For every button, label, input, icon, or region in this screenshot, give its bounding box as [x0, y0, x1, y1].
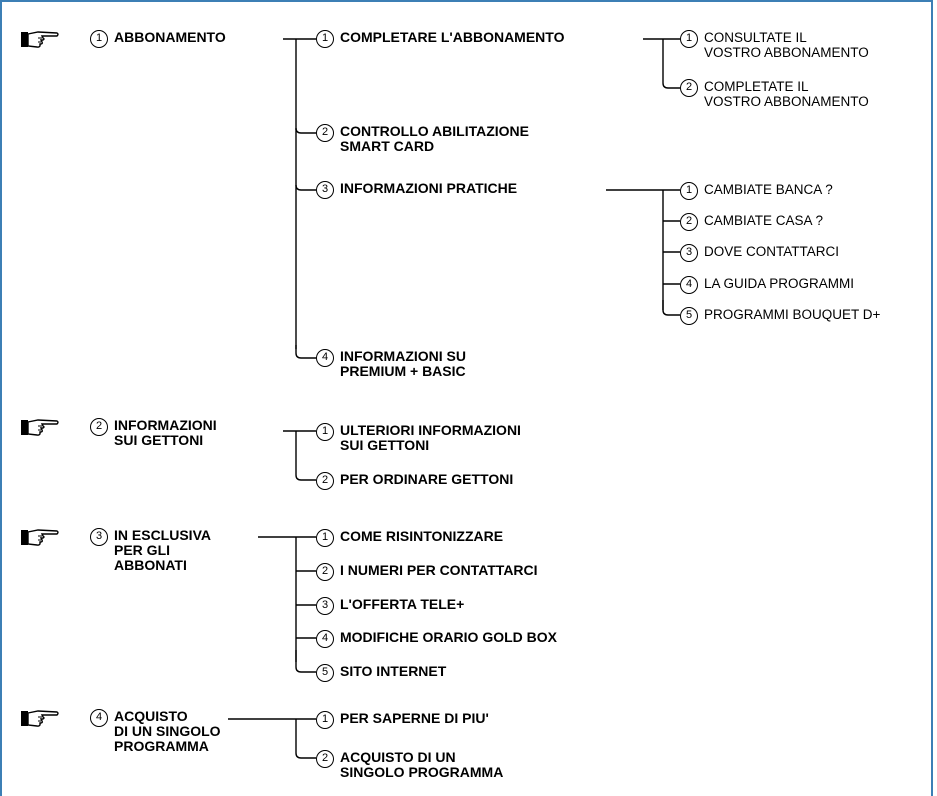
menu-item-label: INFORMAZIONI PRATICHE	[340, 180, 518, 196]
menu-item[interactable]: 1 CONSULTATE IL VOSTRO ABBONAMENTO	[680, 30, 869, 60]
menu-item-label: I NUMERI PER CONTATTARCI	[340, 562, 538, 578]
number-circle: 1	[680, 30, 698, 48]
number-circle: 4	[316, 630, 334, 648]
pointing-hand-icon	[21, 710, 59, 727]
menu-item[interactable]: 1 ULTERIORI INFORMAZIONI SUI GETTONI	[316, 423, 521, 453]
menu-item-label: INFORMAZIONI SUI GETTONI	[114, 417, 217, 448]
number-circle: 2	[316, 124, 334, 142]
number-circle: 3	[90, 528, 108, 546]
number-circle: 1	[680, 182, 698, 200]
connector-elbow	[662, 300, 680, 316]
menu-item[interactable]: 2 CONTROLLO ABILITAZIONE SMART CARD	[316, 124, 529, 154]
menu-item[interactable]: 2 CAMBIATE CASA ?	[680, 213, 823, 231]
connector-elbow	[295, 127, 316, 134]
menu-item[interactable]: 5 SITO INTERNET	[316, 664, 446, 682]
menu-item-label: DOVE CONTATTARCI	[704, 244, 839, 259]
menu-item-label: IN ESCLUSIVA PER GLI ABBONATI	[114, 527, 211, 573]
menu-item[interactable]: 3 INFORMAZIONI PRATICHE	[316, 181, 517, 199]
menu-item-label: COMPLETARE L'ABBONAMENTO	[340, 29, 565, 45]
number-circle: 4	[316, 349, 334, 367]
menu-item[interactable]: 1 ABBONAMENTO	[90, 30, 226, 48]
menu-item-label: ACQUISTO DI UN SINGOLO PROGRAMMA	[114, 708, 221, 754]
number-circle: 3	[680, 244, 698, 262]
menu-item-label: CONSULTATE IL VOSTRO ABBONAMENTO	[704, 30, 869, 60]
menu-item-label: COME RISINTONIZZARE	[340, 528, 504, 544]
menu-item[interactable]: 2 INFORMAZIONI SUI GETTONI	[90, 418, 217, 448]
number-circle: 1	[316, 423, 334, 441]
menu-item-label: ACQUISTO DI UN SINGOLO PROGRAMMA	[340, 749, 504, 780]
menu-item[interactable]: 1 COME RISINTONIZZARE	[316, 529, 503, 547]
number-circle: 2	[680, 79, 698, 97]
menu-item-label: INFORMAZIONI SU PREMIUM + BASIC	[340, 348, 466, 379]
menu-item[interactable]: 5 PROGRAMMI BOUQUET D+	[680, 307, 880, 325]
menu-item-label: CAMBIATE CASA ?	[704, 213, 824, 228]
number-circle: 2	[316, 472, 334, 490]
number-circle: 5	[316, 664, 334, 682]
menu-item[interactable]: 4 INFORMAZIONI SU PREMIUM + BASIC	[316, 349, 466, 379]
menu-item[interactable]: 4 LA GUIDA PROGRAMMI	[680, 276, 854, 294]
menu-item-label: PROGRAMMI BOUQUET D+	[704, 307, 881, 322]
number-circle: 2	[680, 213, 698, 231]
menu-item[interactable]: 2 COMPLETATE IL VOSTRO ABBONAMENTO	[680, 79, 869, 109]
menu-item[interactable]: 3 L'OFFERTA TELE+	[316, 597, 464, 615]
menu-item-label: L'OFFERTA TELE+	[340, 596, 465, 612]
number-circle: 1	[316, 711, 334, 729]
menu-item[interactable]: 3 DOVE CONTATTARCI	[680, 244, 839, 262]
menu-item-label: MODIFICHE ORARIO GOLD BOX	[340, 629, 557, 645]
connector-elbow	[295, 345, 316, 359]
number-circle: 2	[90, 418, 108, 436]
menu-item-label: CAMBIATE BANCA ?	[704, 182, 833, 197]
menu-item[interactable]: 2 PER ORDINARE GETTONI	[316, 472, 513, 490]
number-circle: 4	[90, 709, 108, 727]
number-circle: 3	[316, 181, 334, 199]
menu-item-label: PER SAPERNE DI PIU'	[340, 710, 489, 726]
menu-item[interactable]: 2 I NUMERI PER CONTATTARCI	[316, 563, 538, 581]
menu-item-label: COMPLETATE IL VOSTRO ABBONAMENTO	[704, 79, 869, 109]
number-circle: 4	[680, 276, 698, 294]
menu-item-label: ABBONAMENTO	[114, 29, 226, 45]
connector-elbow	[295, 431, 316, 481]
connector-elbow	[295, 719, 316, 759]
menu-item-label: SITO INTERNET	[340, 663, 447, 679]
number-circle: 2	[316, 750, 334, 768]
menu-item[interactable]: 2 ACQUISTO DI UN SINGOLO PROGRAMMA	[316, 750, 503, 780]
menu-item-label: ULTERIORI INFORMAZIONI SUI GETTONI	[340, 422, 521, 453]
menu-item[interactable]: 1 PER SAPERNE DI PIU'	[316, 711, 489, 729]
connector-elbow	[295, 650, 316, 673]
menu-item-label: CONTROLLO ABILITAZIONE SMART CARD	[340, 123, 529, 154]
number-circle: 1	[316, 30, 334, 48]
menu-item[interactable]: 1 COMPLETARE L'ABBONAMENTO	[316, 30, 564, 48]
number-circle: 1	[90, 30, 108, 48]
connector-elbow	[662, 39, 680, 89]
menu-item-label: LA GUIDA PROGRAMMI	[704, 276, 855, 291]
menu-item[interactable]: 4 MODIFICHE ORARIO GOLD BOX	[316, 630, 557, 648]
menu-item[interactable]: 3 IN ESCLUSIVA PER GLI ABBONATI	[90, 528, 211, 573]
number-circle: 5	[680, 307, 698, 325]
number-circle: 3	[316, 597, 334, 615]
pointing-hand-icon	[21, 529, 59, 546]
menu-item-label: PER ORDINARE GETTONI	[340, 471, 514, 487]
number-circle: 2	[316, 563, 334, 581]
pointing-hand-icon	[21, 419, 59, 436]
number-circle: 1	[316, 529, 334, 547]
menu-item[interactable]: 1 CAMBIATE BANCA ?	[680, 182, 833, 200]
connector-elbow	[295, 184, 316, 191]
pointing-hand-icon	[21, 31, 59, 48]
menu-item[interactable]: 4 ACQUISTO DI UN SINGOLO PROGRAMMA	[90, 709, 221, 754]
